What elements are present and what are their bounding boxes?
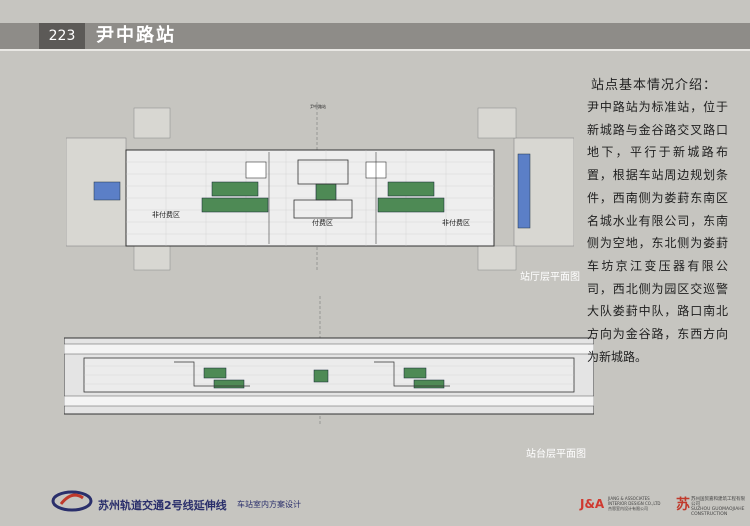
concourse-plan-caption: 站厅层平面图 bbox=[520, 272, 580, 283]
intro-title: 站点基本情况介绍： bbox=[591, 78, 718, 93]
platform-plan-caption: 站台层平面图 bbox=[526, 449, 586, 460]
header-divider bbox=[0, 49, 750, 51]
paid-zone-label: 付费区 bbox=[312, 218, 333, 227]
platform-floor-plan bbox=[64, 296, 594, 424]
page-title: 尹中路站 bbox=[96, 25, 176, 46]
unpaid-zone-left-label: 非付费区 bbox=[152, 210, 180, 219]
header-bar bbox=[0, 23, 750, 49]
project-subtitle: 车站室内方案设计 bbox=[237, 500, 301, 509]
suzhou-guomao-logo: 苏 bbox=[676, 497, 690, 513]
ja-logo: J&A bbox=[580, 497, 605, 511]
unpaid-zone-right-label: 非付费区 bbox=[442, 218, 470, 227]
axis-label: 尹中路站 bbox=[310, 103, 326, 109]
suzhou-guomao-company: 苏州国贸嘉和建筑工程有限公司 SUZHOU GUOMAOJIAHE CONSTR… bbox=[691, 497, 745, 517]
concourse-floor-plan: 尹中路站 非付费区 付费区 非付费区 bbox=[66, 102, 574, 272]
intro-body: 尹中路站为标准站，位于新城路与金谷路交叉路口地下，平行于新城路布置，根据车站周边… bbox=[587, 100, 728, 364]
ja-company: JIANG & ASSOCIATES INTERIOR DESIGN CO.,L… bbox=[608, 496, 661, 511]
project-name: 苏州轨道交通2号线延伸线 bbox=[98, 499, 227, 512]
suzhou-metro-logo bbox=[51, 490, 93, 512]
page-number: 223 bbox=[39, 23, 85, 49]
